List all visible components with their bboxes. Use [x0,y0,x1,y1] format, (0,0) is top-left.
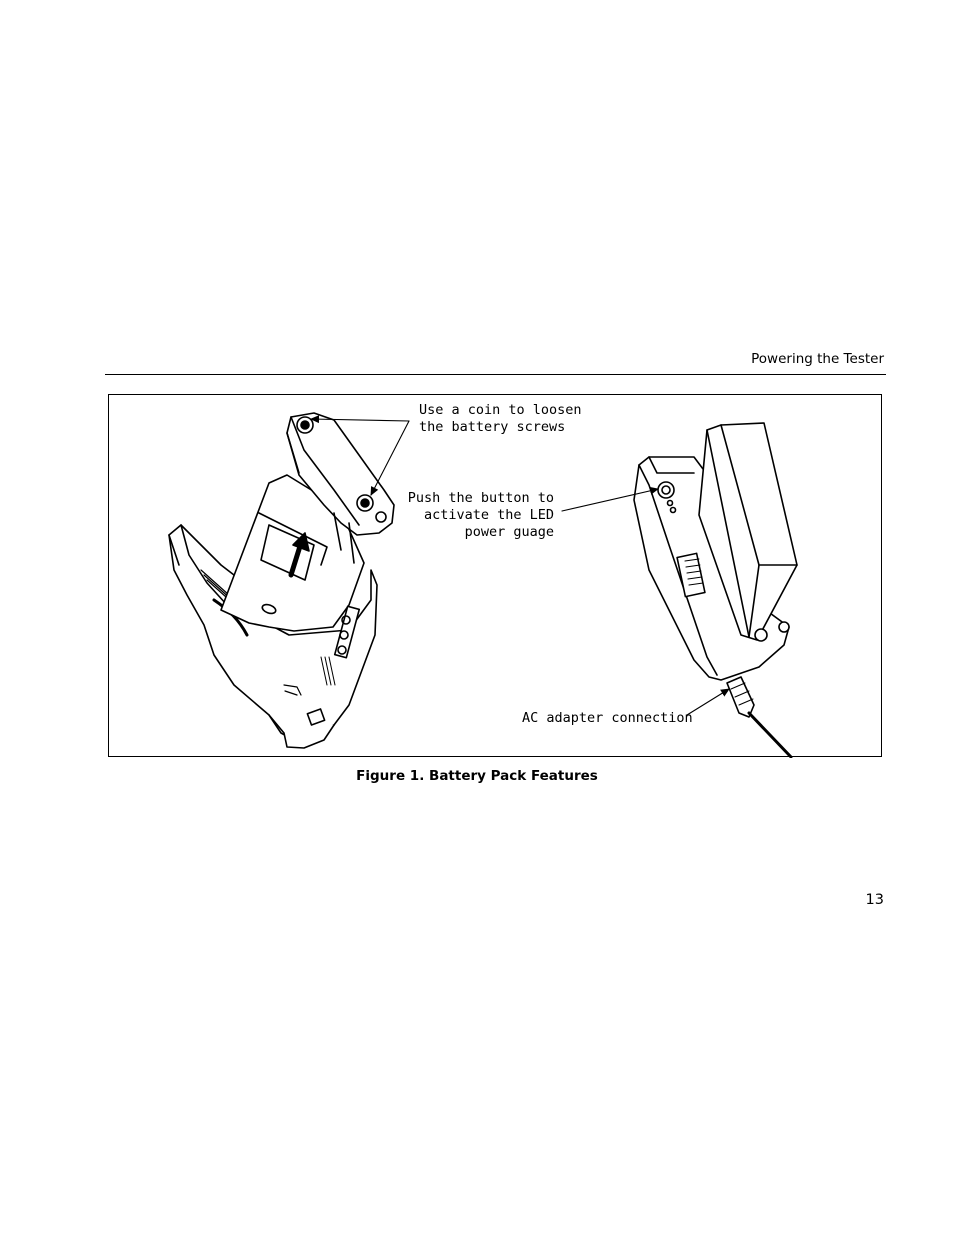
page-number: 13 [865,892,884,908]
callout-screws: Use a coin to loosen the battery screws [419,402,582,435]
tester-left-illustration [168,412,395,749]
callout-leaders [310,415,730,716]
header-rule [105,374,886,375]
battery-pack-illustration [168,412,798,758]
running-header: Powering the Tester [751,351,884,367]
figure-caption: Figure 1. Battery Pack Features [356,768,598,784]
callout-ac-adapter: AC adapter connection [522,710,693,726]
figure-frame: Use a coin to loosen the battery screws … [108,394,882,758]
battery-pack-right-illustration [633,422,798,758]
callout-led-button: Push the button to activate the LED powe… [407,490,554,540]
